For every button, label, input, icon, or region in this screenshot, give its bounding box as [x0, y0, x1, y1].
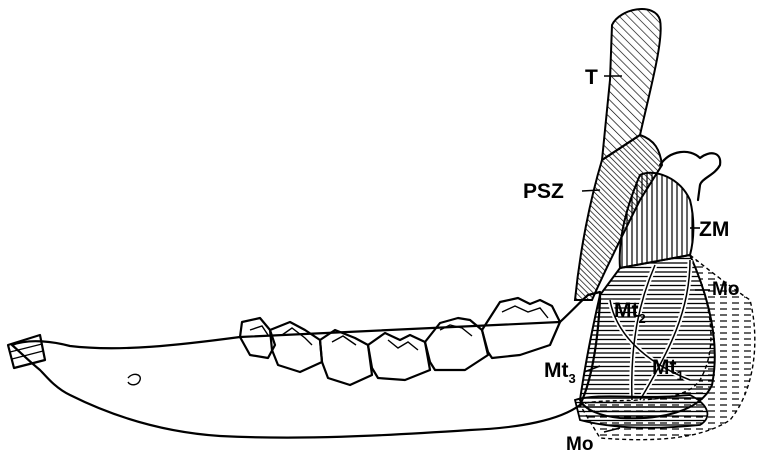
label-mo-lower: Mo: [566, 434, 593, 455]
label-psz: PSZ: [523, 180, 564, 203]
masseter-lower-band: [575, 395, 707, 428]
label-mt1-base: Mt: [652, 356, 677, 379]
label-mt3: Mt3: [544, 359, 576, 386]
label-zm: ZM: [699, 218, 729, 241]
label-mt3-base: Mt: [544, 359, 569, 382]
label-mt1-sub: 1: [677, 368, 684, 383]
label-mt3-sub: 3: [569, 371, 576, 386]
incisor-teeth: [8, 335, 45, 368]
mandible-body-outline: [12, 292, 600, 438]
molar-teeth-row: [240, 298, 560, 385]
label-mo-upper: Mo: [712, 279, 739, 300]
temporalis-region: [602, 9, 661, 160]
mental-foramen: [128, 374, 140, 384]
label-mt2-sub: 2: [639, 311, 646, 326]
label-mt2-base: Mt: [614, 299, 639, 322]
label-t: T: [585, 66, 598, 89]
